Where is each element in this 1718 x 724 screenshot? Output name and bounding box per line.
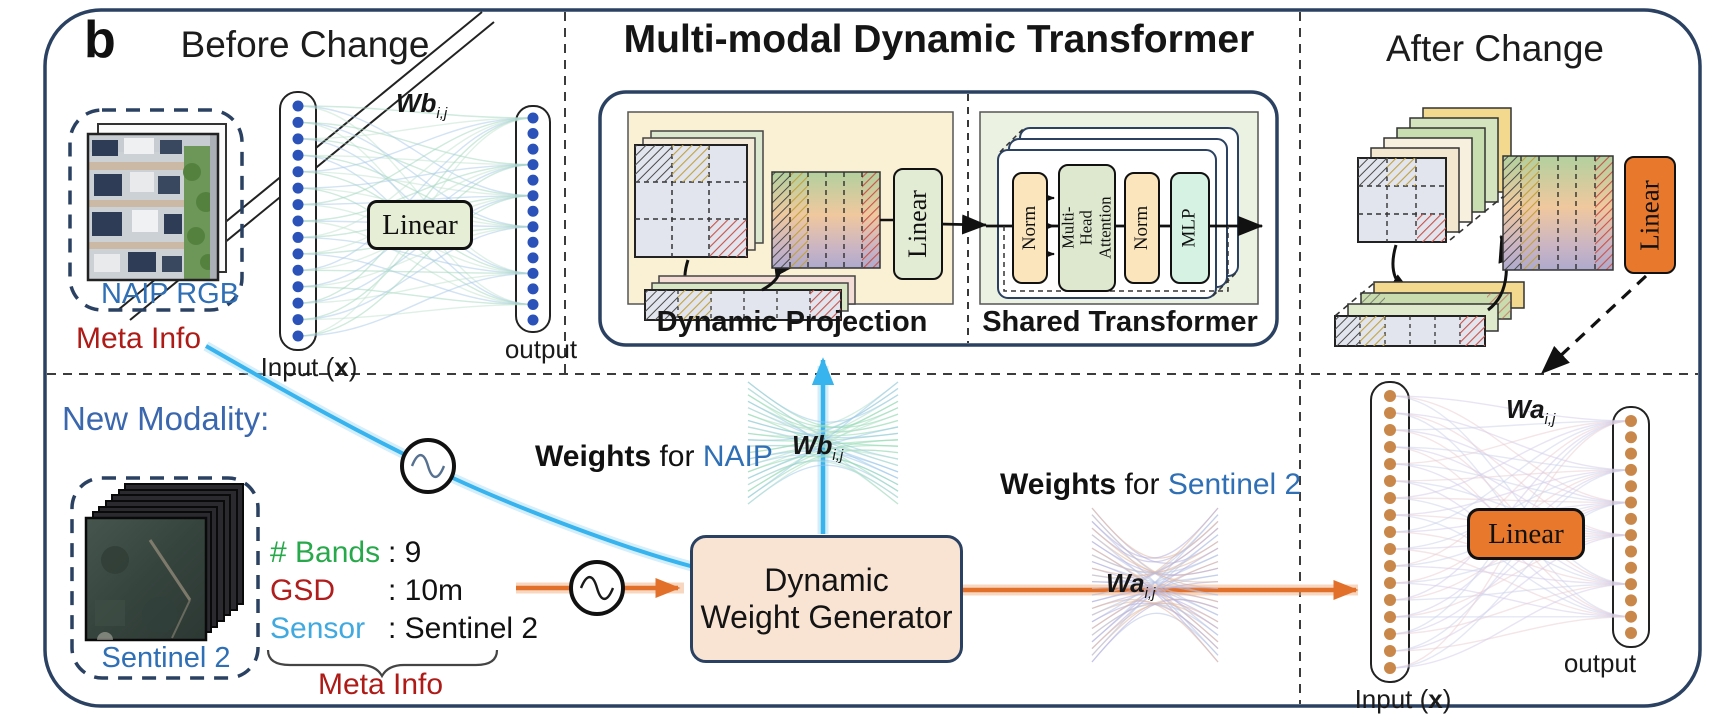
wb-weight-label: Wbi,j (396, 88, 448, 123)
weights-for-sentinel2-label: Weights for Sentinel 2 (1000, 468, 1302, 501)
meta-info-label-bottom: Meta Info (318, 668, 444, 701)
naip-image-label: NAIP RGB (100, 278, 240, 310)
after-change-title: After Change (1385, 28, 1605, 69)
generator-label-line2: Weight Generator (700, 599, 953, 635)
after-change-art (1334, 107, 1648, 375)
meta-info-list: # Bands : 9 GSD : 10m Sensor : Sentinel … (270, 534, 538, 648)
meta-key-gsd: GSD (270, 574, 336, 607)
before-output-label: output (504, 334, 578, 364)
panel-label: b (84, 11, 116, 69)
sine-encoder-icon (569, 560, 625, 616)
norm-block-2: Norm (1124, 172, 1160, 284)
multi-head-attention-block: Multi-Head Attention (1058, 164, 1116, 292)
meta-value-sensor: : Sentinel 2 (388, 612, 539, 645)
shared-transformer-label: Shared Transformer (982, 306, 1258, 338)
after-input-label: Input (x) (1354, 684, 1452, 714)
wa-weight-tangle (1091, 507, 1219, 663)
transformer-title: Multi-modal Dynamic Transformer (623, 18, 1255, 61)
meta-key-bands: # Bands (270, 536, 381, 569)
naip-image (68, 108, 244, 312)
dynamic-weight-generator-box: Dynamic Weight Generator (690, 535, 963, 663)
norm-block-1: Norm (1012, 172, 1048, 284)
meta-value-bands: : 9 (388, 536, 422, 569)
meta-row-gsd: GSD : 10m (270, 572, 538, 610)
after-linear-box: Linear (1467, 508, 1585, 560)
meta-value-gsd: : 10m (388, 574, 464, 607)
dynamic-projection-label: Dynamic Projection (656, 306, 928, 338)
sentinel-image-label: Sentinel 2 (101, 642, 231, 674)
after-flatten-linear-box: Linear (1624, 156, 1676, 274)
before-linear-box: Linear (367, 200, 473, 250)
meta-info-label-before: Meta Info (76, 322, 202, 355)
mlp-block: MLP (1170, 172, 1210, 284)
meta-info-brace (266, 649, 499, 679)
after-output-label: output (1563, 648, 1637, 678)
meta-row-bands: # Bands : 9 (270, 534, 538, 572)
wb-generated-weight-label: Wbi,j (792, 430, 844, 465)
after-network (1370, 381, 1650, 683)
generator-label-line1: Dynamic (764, 562, 889, 599)
after-network-dots (1384, 390, 1637, 674)
dynamic-projection-art (634, 130, 988, 321)
before-change-title: Before Change (180, 24, 430, 65)
projection-linear-box: Linear (893, 168, 943, 280)
sine-encoder-icon (400, 438, 456, 494)
sentinel-image (70, 476, 260, 680)
wa-generated-weight-label: Wai,j (1106, 568, 1156, 603)
weights-for-naip-label: Weights for NAIP (535, 440, 773, 473)
wb-weight-tangle (747, 381, 899, 505)
before-input-label: Input (x) (260, 352, 358, 382)
wa-weight-label: Wai,j (1506, 394, 1556, 429)
before-network-dots (292, 100, 539, 342)
meta-key-sensor: Sensor (270, 612, 366, 645)
meta-row-sensor: Sensor : Sentinel 2 (270, 610, 538, 648)
new-modality-label: New Modality: (62, 400, 270, 437)
